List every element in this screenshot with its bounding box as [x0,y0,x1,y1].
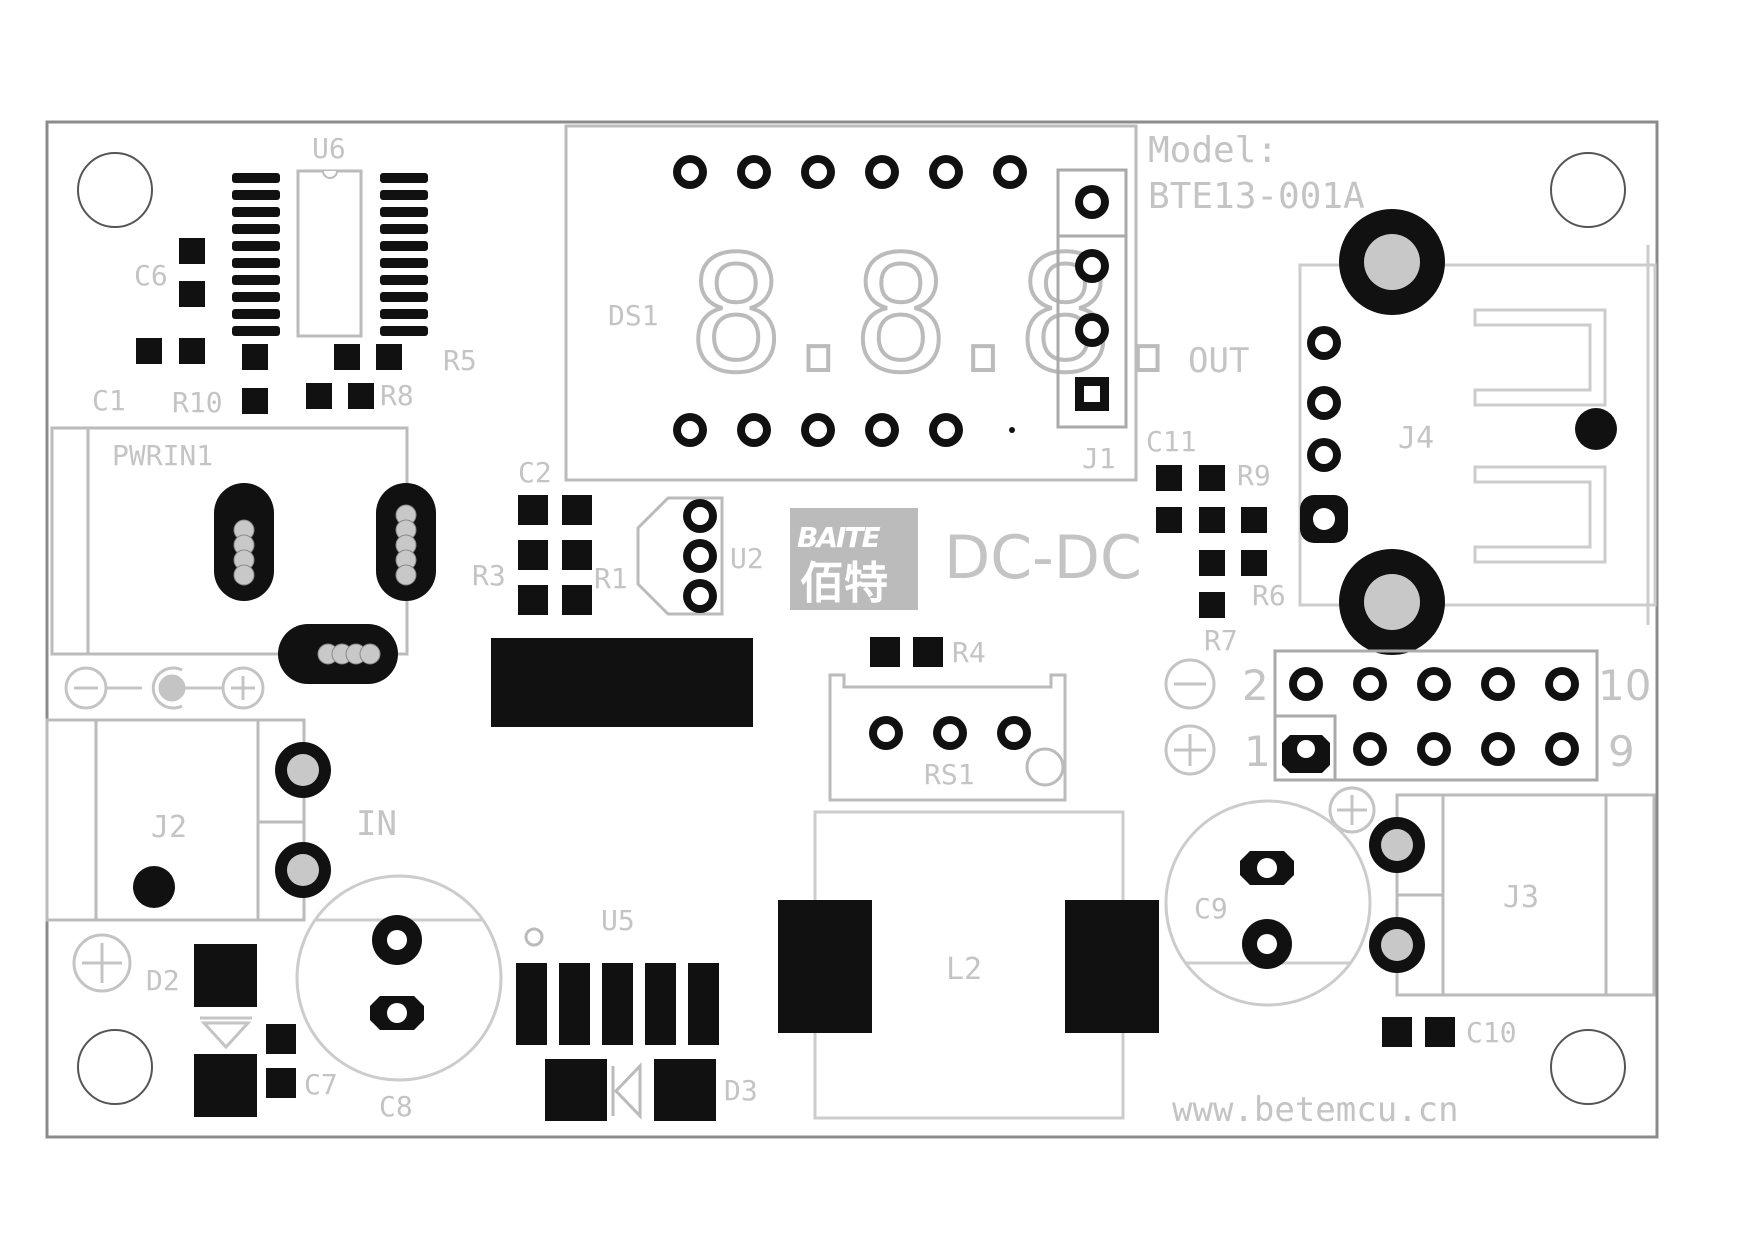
c9-capacitor: C9 [1164,799,1372,1007]
ds1-label: DS1 [608,299,659,332]
logo-bottom: 佰特 [800,558,888,609]
j3-label: J3 [1503,880,1539,915]
j1-header: J1 [1056,168,1128,475]
c8-capacitor: C8 [295,874,503,1123]
j4-label: J4 [1398,421,1434,456]
c7-pads [266,1024,296,1098]
polarity-symbol [64,666,265,710]
j2-input-terminal: J2 IN [45,718,397,922]
header-polarity-symbols [1164,658,1376,834]
smd-pads-right [1156,465,1267,618]
u2-regulator: U2 [636,496,764,616]
product-label: DC-DC [944,523,1142,593]
j1-label: J1 [1082,442,1116,475]
ds1-digits: 8.8.8. [688,221,1182,408]
c10-label: C10 [1466,1016,1517,1049]
in-label: IN [356,804,397,844]
j2-label: J2 [151,810,187,845]
c7-label: C7 [304,1068,338,1101]
pin-10-label: 10 [1598,661,1651,710]
d2-label: D2 [146,964,180,997]
c10-pads [1382,1017,1455,1047]
ds1-display: 8.8.8. DS1 [564,124,1198,482]
u5-label: U5 [601,904,635,937]
mounting-holes [77,152,1626,1105]
pin-1-label: 1 [1244,727,1271,776]
pwrin1-dc-jack: PWRIN1 [50,426,436,684]
rs1-label: RS1 [924,758,975,791]
website-label: www.betemcu.cn [1172,1090,1459,1130]
smd-pads-center [518,495,592,615]
u2-label: U2 [730,542,764,575]
r9-label: R9 [1237,459,1271,492]
model-label: Model: [1148,130,1278,171]
d3-label: D3 [724,1074,758,1107]
r4-label: R4 [952,636,986,669]
u6-chip: U6 [232,132,428,338]
r6-label: R6 [1252,579,1286,612]
u5-regulator: U5 [516,904,719,1045]
r4-pads [870,637,943,667]
pin-9-label: 9 [1608,727,1635,776]
d3-diode: D3 [545,1059,758,1121]
r1-label: R1 [594,562,628,595]
heatsink-pad [491,638,753,727]
baite-logo: BAITE 佰特 [790,508,918,610]
r3-label: R3 [472,559,506,592]
d2-diode: D2 [72,933,257,1117]
l2-label: L2 [946,952,982,987]
c6-label: C6 [134,259,168,292]
u6-label: U6 [312,132,346,165]
j4-usb-connector: J4 [1298,209,1657,655]
c2-label: C2 [518,456,552,489]
j3-output-terminal: J3 [1369,793,1656,997]
c1-label: C1 [92,384,126,417]
l2-inductor: L2 [778,810,1159,1120]
logo-top: BAITE [797,521,881,554]
c11-label: C11 [1146,425,1197,458]
r7-label: R7 [1204,624,1238,657]
output-header-2x5: 2 10 1 9 [1242,649,1651,782]
c9-label: C9 [1194,892,1228,925]
pin-2-label: 2 [1242,661,1269,710]
out-label: OUT [1188,341,1249,381]
smd-pads-upper-left [136,238,402,414]
model-value: BTE13-001A [1148,176,1365,217]
pwrin1-label: PWRIN1 [112,439,213,472]
c8-label: C8 [379,1090,413,1123]
r10-label: R10 [172,386,223,419]
r8-label: R8 [380,379,414,412]
r5-label: R5 [443,344,477,377]
rs1-potentiometer: RS1 [828,673,1067,802]
